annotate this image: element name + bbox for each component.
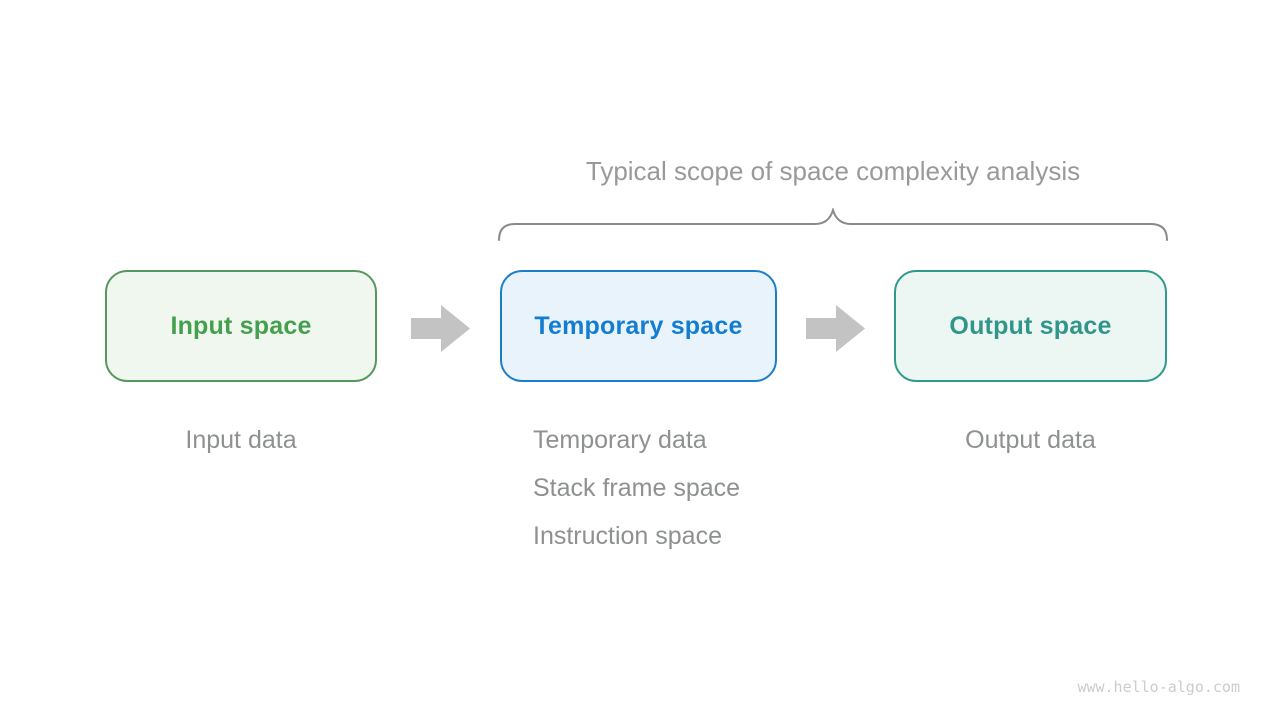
watermark-text: www.hello-algo.com	[1077, 678, 1240, 696]
instruction-space-note: Instruction space	[533, 522, 722, 550]
temporary-notes-list: Temporary data Stack frame space Instruc…	[533, 425, 740, 551]
input-space-box: Input space	[105, 270, 377, 382]
stack-frame-space-note: Stack frame space	[533, 474, 741, 502]
arrow-right-icon	[806, 305, 865, 352]
input-space-label: Input space	[170, 311, 312, 340]
output-data-note: Output data	[965, 426, 1096, 454]
temporary-space-label: Temporary space	[534, 311, 743, 340]
temporary-space-box: Temporary space	[500, 270, 777, 382]
input-data-note: Input data	[185, 426, 297, 454]
output-space-box: Output space	[894, 270, 1167, 382]
output-space-label: Output space	[949, 311, 1112, 340]
arrow-right-icon	[411, 305, 470, 352]
curly-brace-icon	[498, 208, 1168, 241]
temporary-data-note: Temporary data	[533, 426, 707, 454]
scope-annotation-title: Typical scope of space complexity analys…	[585, 156, 1081, 186]
